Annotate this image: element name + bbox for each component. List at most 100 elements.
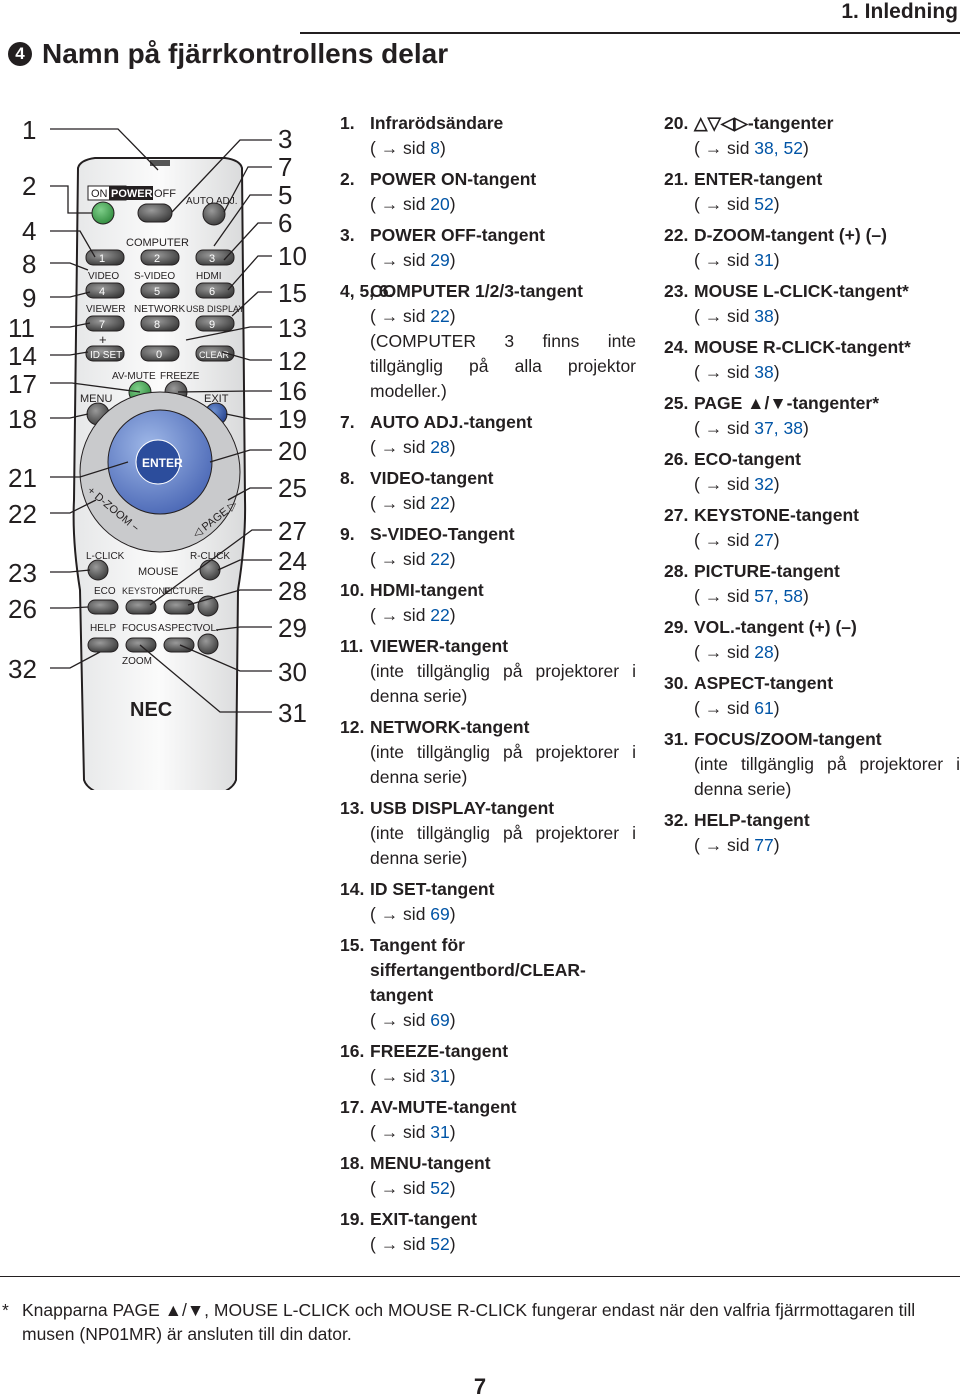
- item-number: 9.: [340, 524, 355, 544]
- item-note: (COMPUTER 3 finns inte tillgänglig på al…: [370, 331, 636, 401]
- item-title: MOUSE R-CLICK-tangent*: [694, 337, 911, 357]
- remote-label-av-mute: AV-MUTE: [112, 371, 156, 382]
- page-number: 7: [473, 1374, 487, 1399]
- item-number: 19.: [340, 1209, 365, 1229]
- svg-text:23: 23: [8, 558, 37, 588]
- svg-text:13: 13: [278, 313, 307, 343]
- item-number: 27.: [664, 505, 689, 525]
- svg-text:8: 8: [154, 319, 160, 331]
- item-number: 28.: [664, 561, 689, 581]
- list-item: 29.VOL.-tangent (+) (–)( → sid 28): [664, 615, 960, 665]
- item-title: KEYSTONE-tangent: [694, 505, 859, 525]
- svg-text:4: 4: [22, 216, 36, 246]
- list-item: 16.FREEZE-tangent( → sid 31): [340, 1039, 636, 1089]
- list-item: 20.△▽◁▷-tangenter( → sid 38, 52): [664, 111, 960, 161]
- item-number: 22.: [664, 225, 689, 245]
- svg-text:32: 32: [8, 654, 37, 684]
- list-item: 19.EXIT-tangent( → sid 52): [340, 1207, 636, 1257]
- remote-label-zoom: ZOOM: [122, 656, 152, 667]
- list-item: 12.NETWORK-tangent(inte tillgänglig på p…: [340, 715, 636, 790]
- item-number: 15.: [340, 935, 365, 955]
- item-title: ECO-tangent: [694, 449, 801, 469]
- list-item: 30.ASPECT-tangent( → sid 61): [664, 671, 960, 721]
- item-number: 16.: [340, 1041, 365, 1061]
- item-number: 23.: [664, 281, 689, 301]
- list-item: 31.FOCUS/ZOOM-tangent(inte tillgänglig p…: [664, 727, 960, 802]
- remote-label-enter: ENTER: [142, 456, 183, 470]
- item-number: 2.: [340, 169, 355, 189]
- remote-label-freeze: FREEZE: [160, 371, 200, 382]
- parts-list-column-1: 1.Infrarödsändare( → sid 8)2.POWER ON-ta…: [340, 111, 636, 1263]
- page-reference: ( → sid 77): [694, 835, 780, 855]
- svg-text:25: 25: [278, 473, 307, 503]
- list-item: 7.AUTO ADJ.-tangent( → sid 28): [340, 410, 636, 460]
- page-reference: ( → sid 29): [370, 250, 456, 270]
- item-title: VOL.-tangent (+) (–): [694, 617, 857, 637]
- svg-text:2: 2: [154, 253, 160, 265]
- svg-text:10: 10: [278, 241, 307, 271]
- item-number: 29.: [664, 617, 689, 637]
- help-button-graphic: [87, 637, 119, 653]
- parts-list-column-2: 20.△▽◁▷-tangenter( → sid 38, 52) 21.ENTER…: [664, 111, 960, 864]
- svg-text:24: 24: [278, 546, 307, 576]
- list-item: 24.MOUSE R-CLICK-tangent*( → sid 38): [664, 335, 960, 385]
- svg-text:28: 28: [278, 576, 307, 606]
- item-title: HDMI-tangent: [370, 580, 484, 600]
- keystone-button-graphic: [125, 599, 157, 615]
- svg-text:21: 21: [8, 463, 37, 493]
- infrared-emitter-graphic: [150, 160, 170, 166]
- item-title: POWER ON-tangent: [370, 169, 537, 189]
- svg-text:S-VIDEO: S-VIDEO: [134, 271, 175, 282]
- list-item: 25.PAGE ▲/▼-tangenter*( → sid 37, 38): [664, 391, 960, 441]
- remote-label-menu: MENU: [80, 393, 112, 405]
- svg-text:6: 6: [209, 286, 215, 298]
- numeric-keypad-graphic: 1 2 3 VIDEO S-VIDEO HDMI 4 5 6 VIEWER NE…: [85, 249, 244, 362]
- remote-label-exit: EXIT: [204, 393, 229, 405]
- page-reference: ( → sid 57, 58): [694, 586, 809, 606]
- svg-text:31: 31: [278, 698, 307, 728]
- svg-text:9: 9: [209, 319, 215, 331]
- svg-text:6: 6: [278, 208, 292, 238]
- list-item: 23.MOUSE L-CLICK-tangent*( → sid 38): [664, 279, 960, 329]
- item-title: MOUSE L-CLICK-tangent*: [694, 281, 909, 301]
- item-number: 18.: [340, 1153, 365, 1173]
- item-title: ENTER-tangent: [694, 169, 823, 189]
- page-reference: ( → sid 52): [694, 194, 780, 214]
- item-number: 25.: [664, 393, 689, 413]
- footnote: * Knapparna PAGE ▲/▼, MOUSE L-CLICK och …: [0, 1298, 960, 1346]
- item-title: HELP-tangent: [694, 810, 810, 830]
- remote-control-illustration: ON POWER OFF AUTO ADJ. COMPUTER 1 2 3 VI…: [8, 115, 307, 790]
- footnote-marker: *: [2, 1300, 9, 1320]
- item-title: VIDEO-tangent: [370, 468, 494, 488]
- item-title: △▽◁▷-tangenter: [694, 113, 834, 133]
- item-title: MENU-tangent: [370, 1153, 491, 1173]
- page-reference: ( → sid 32): [694, 474, 780, 494]
- callouts-right: 3 7 5 6 10 15 13 12 16 19 20 25 27 24 28…: [278, 124, 307, 728]
- item-number: 11.: [340, 636, 364, 656]
- list-item: 22.D-ZOOM-tangent (+) (–)( → sid 31): [664, 223, 960, 273]
- enter-button-graphic: [135, 439, 181, 485]
- remote-label-picture: PICTURE: [164, 586, 204, 596]
- svg-text:9: 9: [22, 283, 36, 313]
- svg-text:2: 2: [22, 171, 36, 201]
- item-note: (inte tillgänglig på projektorer i denna…: [370, 823, 636, 868]
- remote-label-focus: FOCUS: [122, 623, 157, 634]
- page-reference: ( → sid 69): [370, 904, 456, 924]
- item-number: 26.: [664, 449, 689, 469]
- remote-label-aspect: ASPECT: [158, 623, 198, 634]
- item-title: Tangent för siffertangentbord/CLEAR-tang…: [370, 935, 586, 1005]
- item-title: PAGE ▲/▼-tangenter*: [694, 393, 880, 413]
- svg-text:20: 20: [278, 436, 307, 466]
- remote-label-eco: ECO: [94, 586, 116, 597]
- item-title: AV-MUTE-tangent: [370, 1097, 517, 1117]
- item-number: 31.: [664, 729, 689, 749]
- page-reference: ( → sid 31): [370, 1066, 456, 1086]
- item-number: 21.: [664, 169, 689, 189]
- remote-label-computer: COMPUTER: [126, 237, 189, 249]
- item-number: 32.: [664, 810, 689, 830]
- svg-text:NETWORK: NETWORK: [134, 304, 185, 315]
- list-item: 17.AV-MUTE-tangent( → sid 31): [340, 1095, 636, 1145]
- item-title: Infrarödsändare: [370, 113, 504, 133]
- chapter-header: 1. Inledning: [300, 0, 960, 34]
- aspect-button-graphic: [163, 637, 195, 653]
